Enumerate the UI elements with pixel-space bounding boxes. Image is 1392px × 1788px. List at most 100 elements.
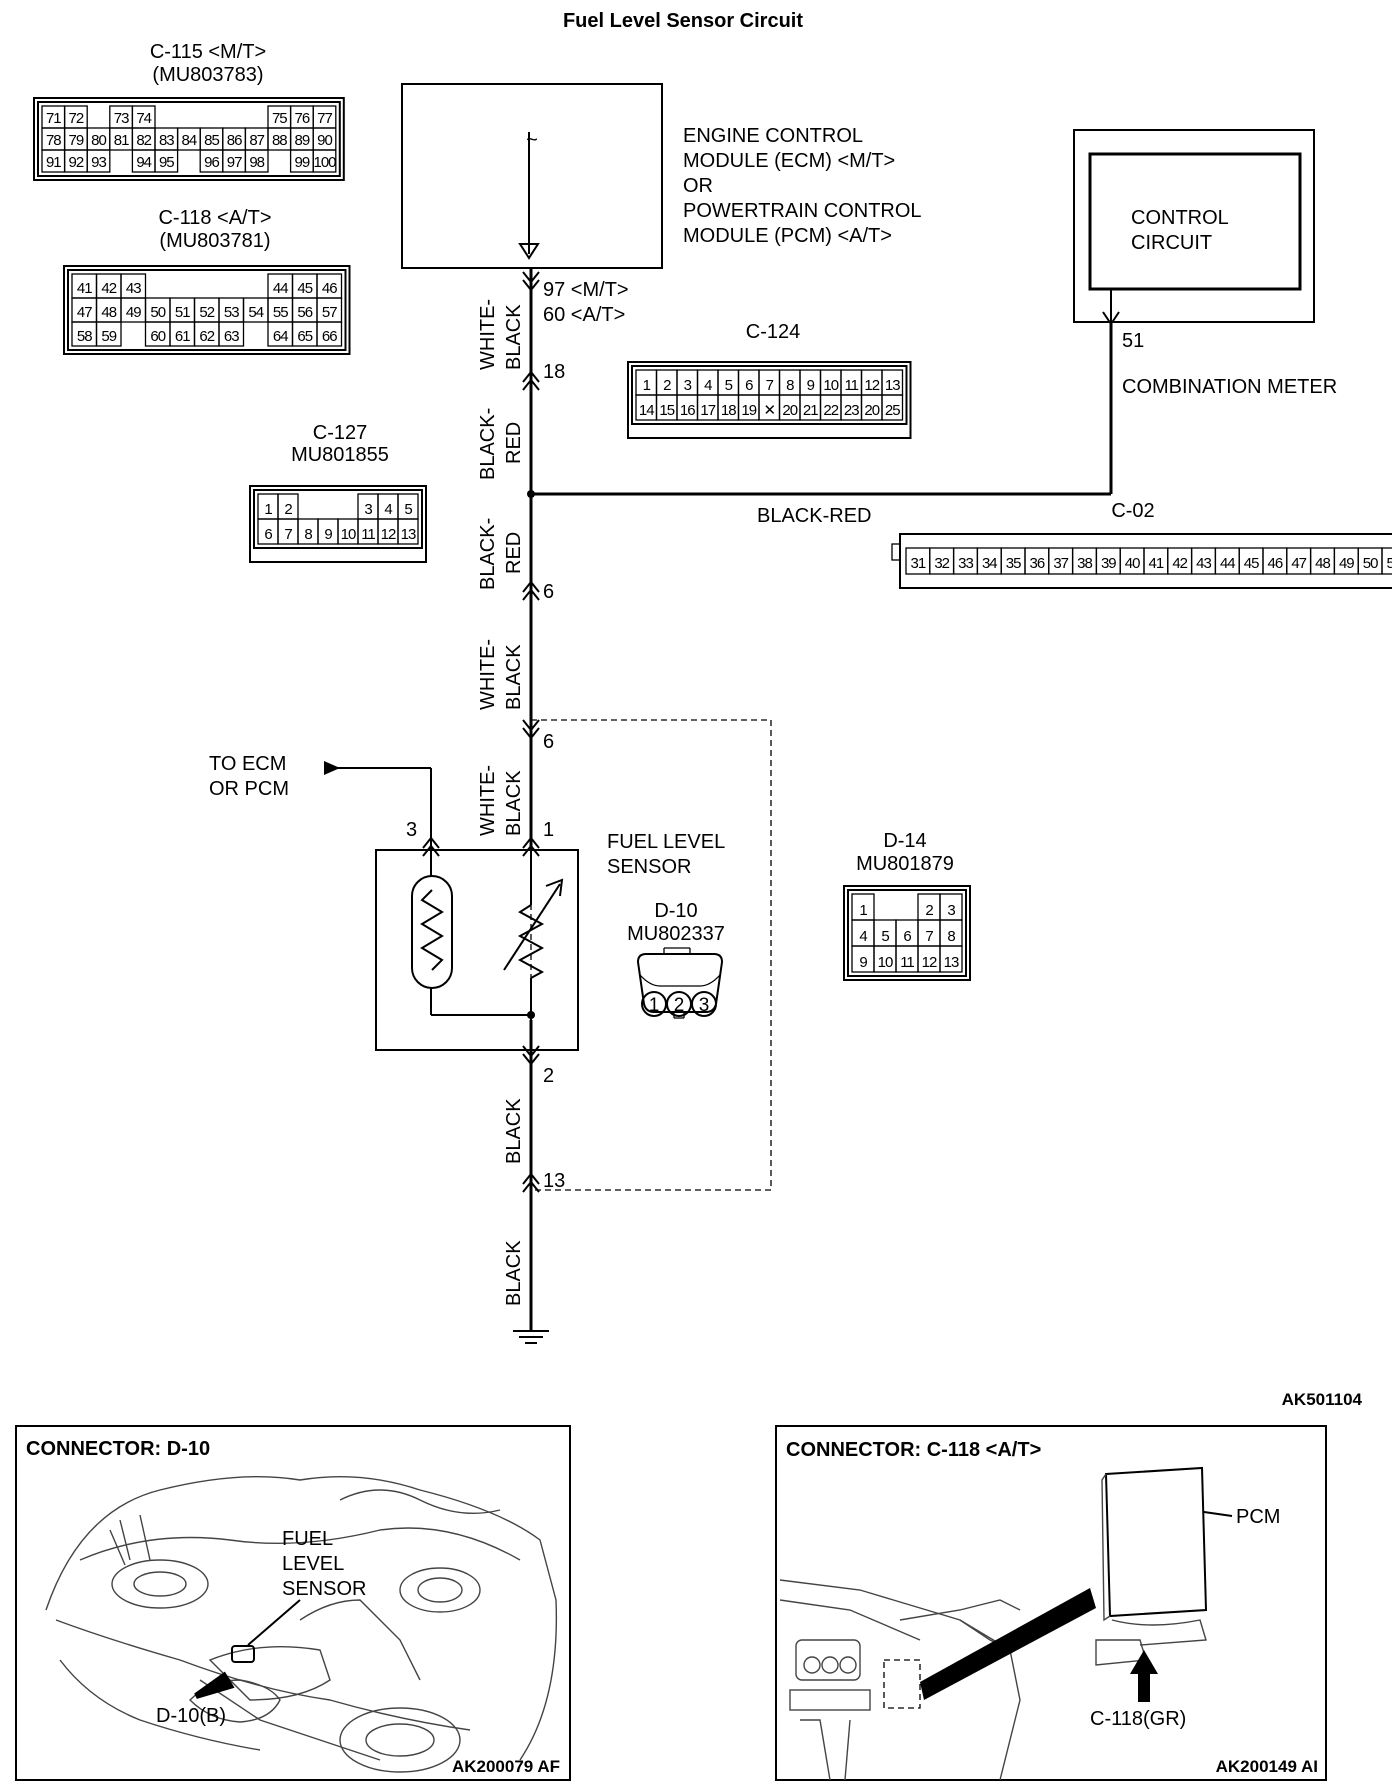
connector-d10-panel: CONNECTOR: D-10 FUEL LEVEL SENSOR D-10(B…	[15, 1425, 571, 1781]
c127-pin-13: 13	[401, 526, 416, 543]
pcm-module-icon	[1104, 1466, 1208, 1618]
c02-pin-39: 39	[1101, 555, 1116, 572]
svg-text:RED: RED	[503, 532, 525, 574]
wire-label-7: BLACK	[503, 1240, 525, 1306]
c118-pin-53: 53	[224, 304, 239, 321]
right-pointer-label: C-118(GR)	[1090, 1708, 1186, 1730]
c02-pin-37: 37	[1053, 555, 1068, 572]
c118-pin-66: 66	[322, 328, 337, 345]
d14-pin-9: 9	[859, 954, 867, 971]
left-callout-2: LEVEL	[282, 1553, 344, 1575]
d14-pin-5: 5	[881, 928, 889, 945]
c115-pin-80: 80	[91, 132, 106, 149]
fuel-level-sensor-box	[375, 849, 579, 1051]
splice-point	[527, 490, 535, 498]
d14-pin-10: 10	[878, 954, 893, 971]
to-ecm-arrow-icon	[324, 761, 340, 775]
c124-pin-18: 18	[721, 402, 736, 419]
c115-pin-89: 89	[295, 132, 310, 149]
pcm-label: PCM	[1236, 1506, 1280, 1528]
c118-pin-65: 65	[297, 328, 312, 345]
wire-label-3: BLACK- RED	[477, 518, 525, 590]
c115-pin-cell	[244, 149, 269, 173]
c115-pin-98: 98	[249, 154, 264, 171]
c02-pin-50: 50	[1363, 555, 1378, 572]
ecm-description: ENGINE CONTROL MODULE (ECM) <M/T> OR POW…	[683, 125, 922, 247]
c02-pin-49: 49	[1339, 555, 1354, 572]
d14-pin-4: 4	[859, 928, 867, 945]
connector-c118-panel: CONNECTOR: C-118 <A/T> PCM C-118(GR) AK2…	[775, 1425, 1327, 1781]
c118-pin-60: 60	[150, 328, 165, 345]
sensor-label-line-2: SENSOR	[607, 856, 691, 878]
c115-pin-87: 87	[249, 132, 264, 149]
c118-pin-64: 64	[273, 328, 288, 345]
c118-pin-42: 42	[101, 280, 116, 297]
combination-meter-label: COMBINATION METER	[1122, 376, 1337, 398]
c127-pin-cell	[397, 518, 419, 545]
svg-text:BLACK: BLACK	[503, 1098, 525, 1164]
to-ecm-line-2: OR PCM	[209, 778, 289, 800]
c124-pin-16: 16	[680, 402, 695, 419]
c02-pin-44: 44	[1220, 555, 1235, 572]
c115-pin-71: 71	[46, 110, 61, 127]
c118-pin-52: 52	[199, 304, 214, 321]
ecm-tilde-icon: ~	[526, 129, 538, 151]
thermistor-icon	[411, 875, 453, 989]
c115-pin-77: 77	[317, 110, 332, 127]
c118-pin-49: 49	[126, 304, 141, 321]
c127-pin-10: 10	[341, 526, 356, 543]
fuel-tank-illustration	[45, 1475, 558, 1773]
right-panel-code: AK200149 AI	[1216, 1757, 1318, 1776]
c115-pin-92: 92	[69, 154, 84, 171]
c115-pin-85: 85	[204, 132, 219, 149]
c115-part: (MU803783)	[152, 64, 263, 86]
c02-pin-34: 34	[982, 555, 997, 572]
svg-text:BLACK: BLACK	[503, 1240, 525, 1306]
c02-pin-41: 41	[1149, 555, 1164, 572]
c124-pin-6: 6	[745, 377, 753, 394]
c124-pin-19: 19	[741, 402, 756, 419]
c124-pin-3: 3	[684, 377, 692, 394]
wire-label-1: WHITE- BLACK	[477, 299, 525, 370]
sensor-label-line-1: FUEL LEVEL	[607, 831, 725, 853]
d10-pin-1-label: 1	[649, 995, 660, 1016]
d10-pin-3-label: 3	[699, 995, 710, 1016]
c115-pin-86: 86	[227, 132, 242, 149]
c115-pin-84: 84	[182, 132, 197, 149]
c02-pin-cell	[1381, 547, 1392, 575]
c115-pin-88: 88	[272, 132, 287, 149]
c127-pin-3: 3	[364, 501, 372, 518]
c124-pin-11: 11	[844, 377, 858, 394]
pcm-beam-icon	[920, 1588, 1096, 1700]
c124-pin-10: 10	[823, 377, 838, 394]
c118-pin-46: 46	[322, 280, 337, 297]
combination-meter-box	[1073, 129, 1315, 323]
c115-pin-94: 94	[136, 154, 151, 171]
control-circuit-line-1: CONTROL	[1131, 207, 1229, 229]
pin-1: 1	[543, 819, 554, 841]
to-ecm-line-1: TO ECM	[209, 753, 286, 775]
svg-text:WHITE-: WHITE-	[477, 639, 499, 710]
control-circuit-box	[1088, 152, 1302, 291]
c127-pin-6: 6	[264, 526, 272, 543]
d14-pin-3: 3	[947, 902, 955, 919]
c118-pin-57: 57	[322, 304, 337, 321]
c115-pin-96: 96	[204, 154, 219, 171]
svg-text:BLACK: BLACK	[503, 304, 525, 370]
c115-pin-cell	[154, 149, 179, 173]
c127-pin-7: 7	[284, 526, 292, 543]
c118-pin-63: 63	[224, 328, 239, 345]
left-panel-title: CONNECTOR: D-10	[26, 1438, 210, 1460]
connector-d10: 1 2 3	[636, 947, 724, 1019]
diagram-code: AK501104	[1282, 1390, 1363, 1409]
c115-pin-78: 78	[46, 132, 61, 149]
c124-pin-14: 14	[639, 402, 654, 419]
d14-pin-6: 6	[903, 928, 911, 945]
c118-pin-47: 47	[77, 304, 92, 321]
diagram-title: Fuel Level Sensor Circuit	[563, 10, 803, 32]
